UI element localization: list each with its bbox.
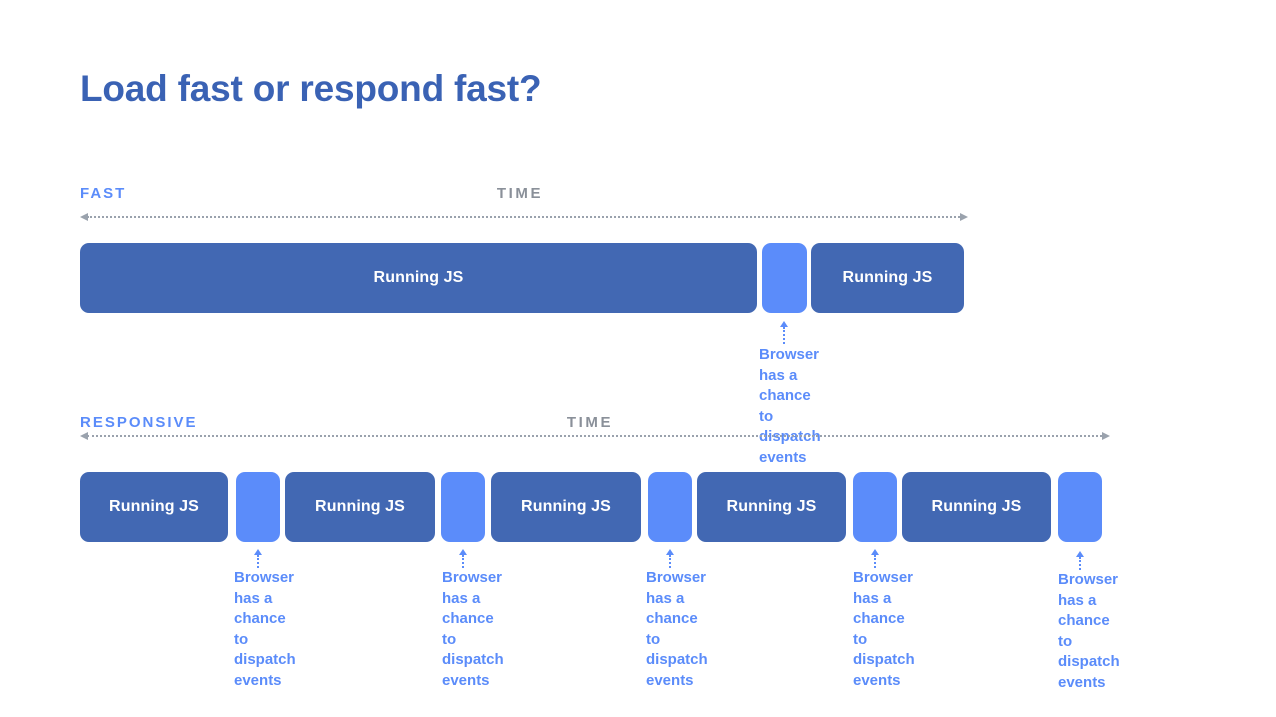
callout-text: Browser has a chance to dispatch events bbox=[646, 569, 708, 689]
callout-arrow-up-icon bbox=[1076, 551, 1084, 557]
axis-dotted-line bbox=[87, 216, 960, 218]
timeline-block-busy[interactable]: Running JS bbox=[697, 472, 846, 542]
timeline-block-label: Running JS bbox=[521, 498, 611, 515]
timeline-block-busy[interactable]: Running JS bbox=[491, 472, 641, 542]
callout-text: Browser has a chance to dispatch events bbox=[234, 569, 296, 689]
axis-arrow-left-icon bbox=[80, 432, 88, 440]
axis-dotted-line bbox=[87, 435, 1102, 437]
timeline-block-idle[interactable] bbox=[853, 472, 897, 542]
axis-arrow-left-icon bbox=[80, 213, 88, 221]
callout-leader-line bbox=[669, 555, 671, 568]
timeline-block-idle[interactable] bbox=[762, 243, 807, 313]
callout-leader-line bbox=[1079, 557, 1081, 570]
timeline-block-busy[interactable]: Running JS bbox=[80, 472, 228, 542]
time-axis-label-responsive: TIME bbox=[566, 414, 614, 431]
callout-text: Browser has a chance to dispatch events bbox=[759, 346, 821, 466]
timeline-block-label: Running JS bbox=[726, 498, 817, 515]
callout-leader-line bbox=[462, 555, 464, 568]
timeline-block-label: Running JS bbox=[842, 269, 933, 286]
axis-arrow-right-icon bbox=[960, 213, 968, 221]
axis-arrow-right-icon bbox=[1102, 432, 1110, 440]
timeline-block-idle[interactable] bbox=[236, 472, 280, 542]
time-axis-responsive bbox=[80, 432, 1110, 441]
callout-arrow-up-icon bbox=[666, 549, 674, 555]
timeline-block-idle[interactable] bbox=[1058, 472, 1102, 542]
callout-text: Browser has a chance to dispatch events bbox=[1058, 571, 1120, 691]
timeline-block-label: Running JS bbox=[373, 269, 464, 286]
callout-text: Browser has a chance to dispatch events bbox=[853, 569, 915, 689]
callout-arrow-up-icon bbox=[780, 321, 788, 327]
callout-text: Browser has a chance to dispatch events bbox=[442, 569, 504, 689]
callout-leader-line bbox=[874, 555, 876, 568]
timeline-block-label: Running JS bbox=[109, 498, 199, 515]
timeline-block-busy[interactable]: Running JS bbox=[285, 472, 435, 542]
time-axis-fast bbox=[80, 213, 968, 222]
timeline-block-label: Running JS bbox=[315, 498, 405, 515]
timeline-block-busy[interactable]: Running JS bbox=[811, 243, 964, 313]
section-kicker-fast: FAST bbox=[80, 185, 127, 202]
callout-leader-line bbox=[783, 327, 785, 344]
time-axis-label-fast: TIME bbox=[496, 185, 544, 202]
timeline-block-idle[interactable] bbox=[441, 472, 485, 542]
page-title: Load fast or respond fast? bbox=[80, 68, 542, 109]
timeline-block-busy[interactable]: Running JS bbox=[80, 243, 757, 313]
timeline-block-busy[interactable]: Running JS bbox=[902, 472, 1051, 542]
callout-arrow-up-icon bbox=[459, 549, 467, 555]
callout-arrow-up-icon bbox=[871, 549, 879, 555]
callout-arrow-up-icon bbox=[254, 549, 262, 555]
callout-leader-line bbox=[257, 555, 259, 568]
timeline-block-idle[interactable] bbox=[648, 472, 692, 542]
section-kicker-responsive: RESPONSIVE bbox=[80, 414, 198, 431]
timeline-block-label: Running JS bbox=[931, 498, 1022, 515]
